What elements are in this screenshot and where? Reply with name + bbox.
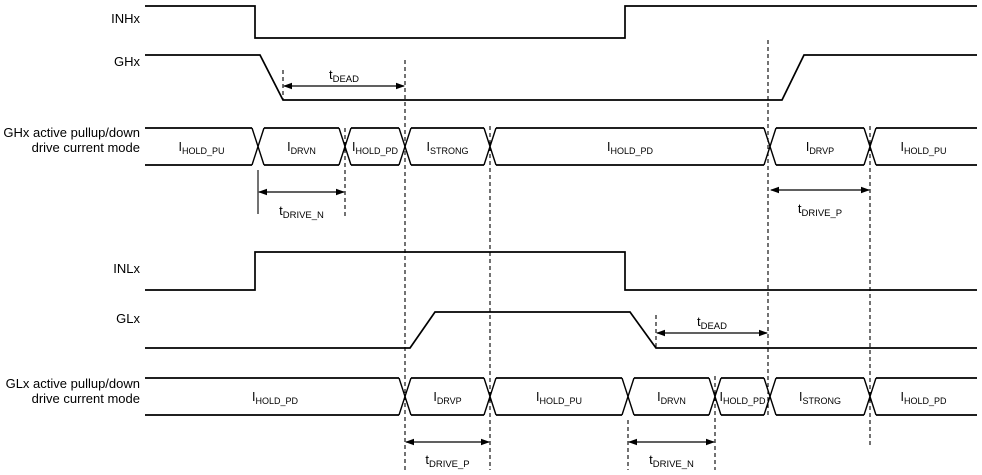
tdrive-n-ghx-annotation: tDRIVE_N [258, 188, 345, 221]
signal-label-ghx-mode: GHx active pullup/down drive current mod… [3, 125, 140, 155]
ghx-waveform [145, 54, 977, 101]
signal-label-ghx: GHx [114, 54, 140, 69]
signal-label-inhx: INHx [111, 11, 140, 26]
tdrive-p-ghx-annotation: tDRIVE_P [770, 186, 870, 219]
glx-drive-current-bus: IHOLD_PD IDRVP IHOLD_PU IDRVN IHOLD_PD ISTRON… [145, 377, 977, 416]
bus-segment-label: IHOLD_PU [179, 140, 225, 156]
tdrive-p-glx-annotation: tDRIVE_P [405, 438, 490, 470]
arrowhead-right-icon [861, 186, 870, 194]
arrowhead-left-icon [628, 438, 637, 446]
tdead-ghx-label: tDEAD [329, 67, 359, 85]
arrowhead-right-icon [706, 438, 715, 446]
arrowhead-left-icon [283, 82, 292, 90]
tdead-glx-annotation: tDEAD [656, 314, 768, 337]
arrowhead-right-icon [759, 329, 768, 337]
bus-segment-label: IDRVN [287, 140, 316, 156]
signal-label-inlx: INLx [113, 261, 140, 276]
arrowhead-left-icon [258, 188, 267, 196]
tdead-glx-label: tDEAD [697, 314, 727, 332]
tdrive-p-ghx-label: tDRIVE_P [798, 201, 842, 219]
bus-segment-label: IHOLD_PD [720, 390, 766, 406]
arrowhead-left-icon [405, 438, 414, 446]
tdrive-n-glx-annotation: tDRIVE_N [628, 438, 715, 470]
bus-segment-label: IDRVP [433, 390, 461, 406]
bus-segment-label: IHOLD_PD [352, 140, 398, 156]
arrowhead-right-icon [481, 438, 490, 446]
inlx-waveform [145, 251, 977, 291]
bus-segment-label: IDRVN [657, 390, 686, 406]
glx-waveform [145, 311, 977, 349]
signal-label-glx: GLx [116, 311, 140, 326]
inhx-waveform [145, 5, 977, 39]
tdead-ghx-annotation: tDEAD [283, 67, 405, 90]
ghx-drive-current-bus: IHOLD_PU IDRVN IHOLD_PD ISTRONG IHOLD_PD IDRV… [145, 127, 977, 166]
tdrive-n-glx-label: tDRIVE_N [649, 452, 694, 470]
signal-label-glx-mode: GLx active pullup/down drive current mod… [5, 376, 140, 406]
bus-segment-label: IDRVP [806, 140, 834, 156]
bus-segment-label: ISTRONG [799, 390, 841, 406]
bus-segment-label: ISTRONG [427, 140, 469, 156]
bus-segment-label: IHOLD_PD [901, 390, 947, 406]
tdrive-n-ghx-label: tDRIVE_N [279, 203, 324, 221]
bus-segment-label: IHOLD_PU [901, 140, 947, 156]
arrowhead-right-icon [396, 82, 405, 90]
bus-segment-label: IHOLD_PD [252, 390, 298, 406]
bus-segment-label: IHOLD_PD [607, 140, 653, 156]
bus-segment-label: IHOLD_PU [536, 390, 582, 406]
guide-lines [257, 40, 871, 470]
tdrive-p-glx-label: tDRIVE_P [425, 452, 469, 470]
arrowhead-left-icon [656, 329, 665, 337]
arrowhead-left-icon [770, 186, 779, 194]
arrowhead-right-icon [336, 188, 345, 196]
